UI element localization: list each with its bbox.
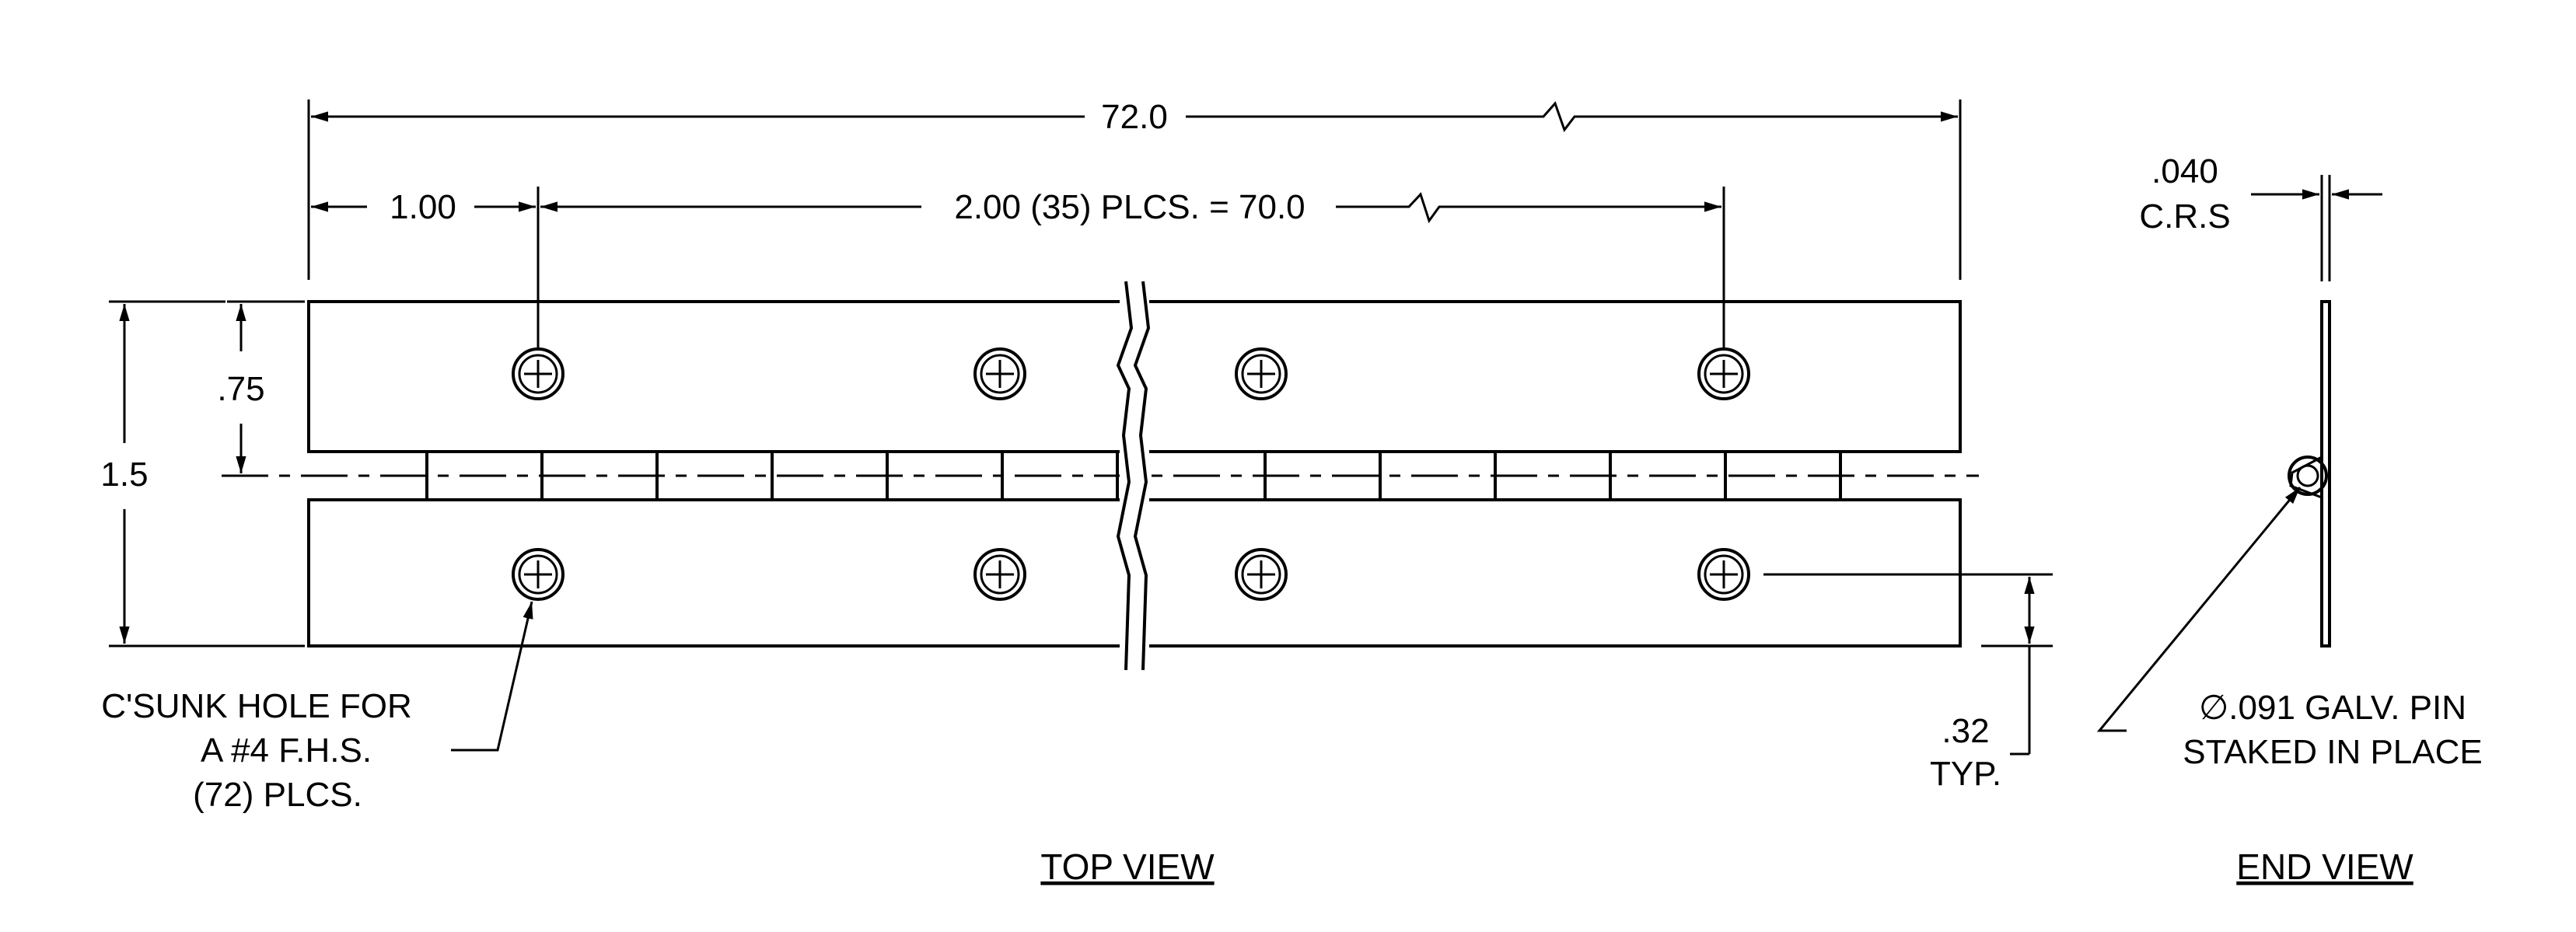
overall-width-label: 1.5 [100, 456, 148, 494]
dim-edge-distance: .32 TYP. [1763, 573, 2053, 793]
dim-overall-length: 72.0 [307, 98, 1962, 280]
half-width-label: .75 [217, 370, 264, 408]
edge-distance-suffix: TYP. [1930, 755, 2001, 793]
hole-icon [1697, 548, 1750, 601]
hole-icon [1235, 347, 1288, 400]
hole-icon [512, 347, 564, 400]
hole-icon [1697, 347, 1750, 400]
thickness-value: .040 [2151, 152, 2218, 190]
end-view-leaf [2320, 300, 2331, 648]
break-lines [1116, 281, 1151, 672]
end-view-title: END VIEW [2236, 846, 2413, 887]
thickness-material: C.R.S [2139, 197, 2230, 236]
pin-note-line2: STAKED IN PLACE [2183, 733, 2483, 771]
end-view: .040 C.R.S ∅.091 GALV. PIN STAKED IN PLA… [2096, 152, 2483, 771]
overall-length-label: 72.0 [1101, 98, 1168, 136]
dim-hole-spacing: 1.00 2.00 (35) PLCS. = 70.0 [311, 187, 1725, 348]
top-view [222, 281, 1979, 672]
dim-overall-width: 1.5 [100, 300, 305, 648]
hole-note-line2: A #4 F.H.S. [201, 731, 372, 770]
hole-icon [973, 347, 1026, 400]
first-hole-offset-label: 1.00 [390, 188, 456, 226]
hole-icon [1235, 548, 1288, 601]
hole-icon [512, 548, 564, 601]
hole-note: C'SUNK HOLE FOR A #4 F.H.S. (72) PLCS. [101, 601, 533, 814]
hole-note-line1: C'SUNK HOLE FOR [101, 687, 412, 725]
top-view-title: TOP VIEW [1040, 846, 1215, 887]
pin-note-line1: ∅.091 GALV. PIN [2199, 689, 2466, 727]
dim-half-width: .75 [217, 300, 305, 473]
edge-distance-value: .32 [1942, 712, 1989, 750]
hole-icon [973, 548, 1026, 601]
hole-spacing-label: 2.00 (35) PLCS. = 70.0 [954, 188, 1305, 226]
hole-note-line3: (72) PLCS. [193, 776, 362, 814]
